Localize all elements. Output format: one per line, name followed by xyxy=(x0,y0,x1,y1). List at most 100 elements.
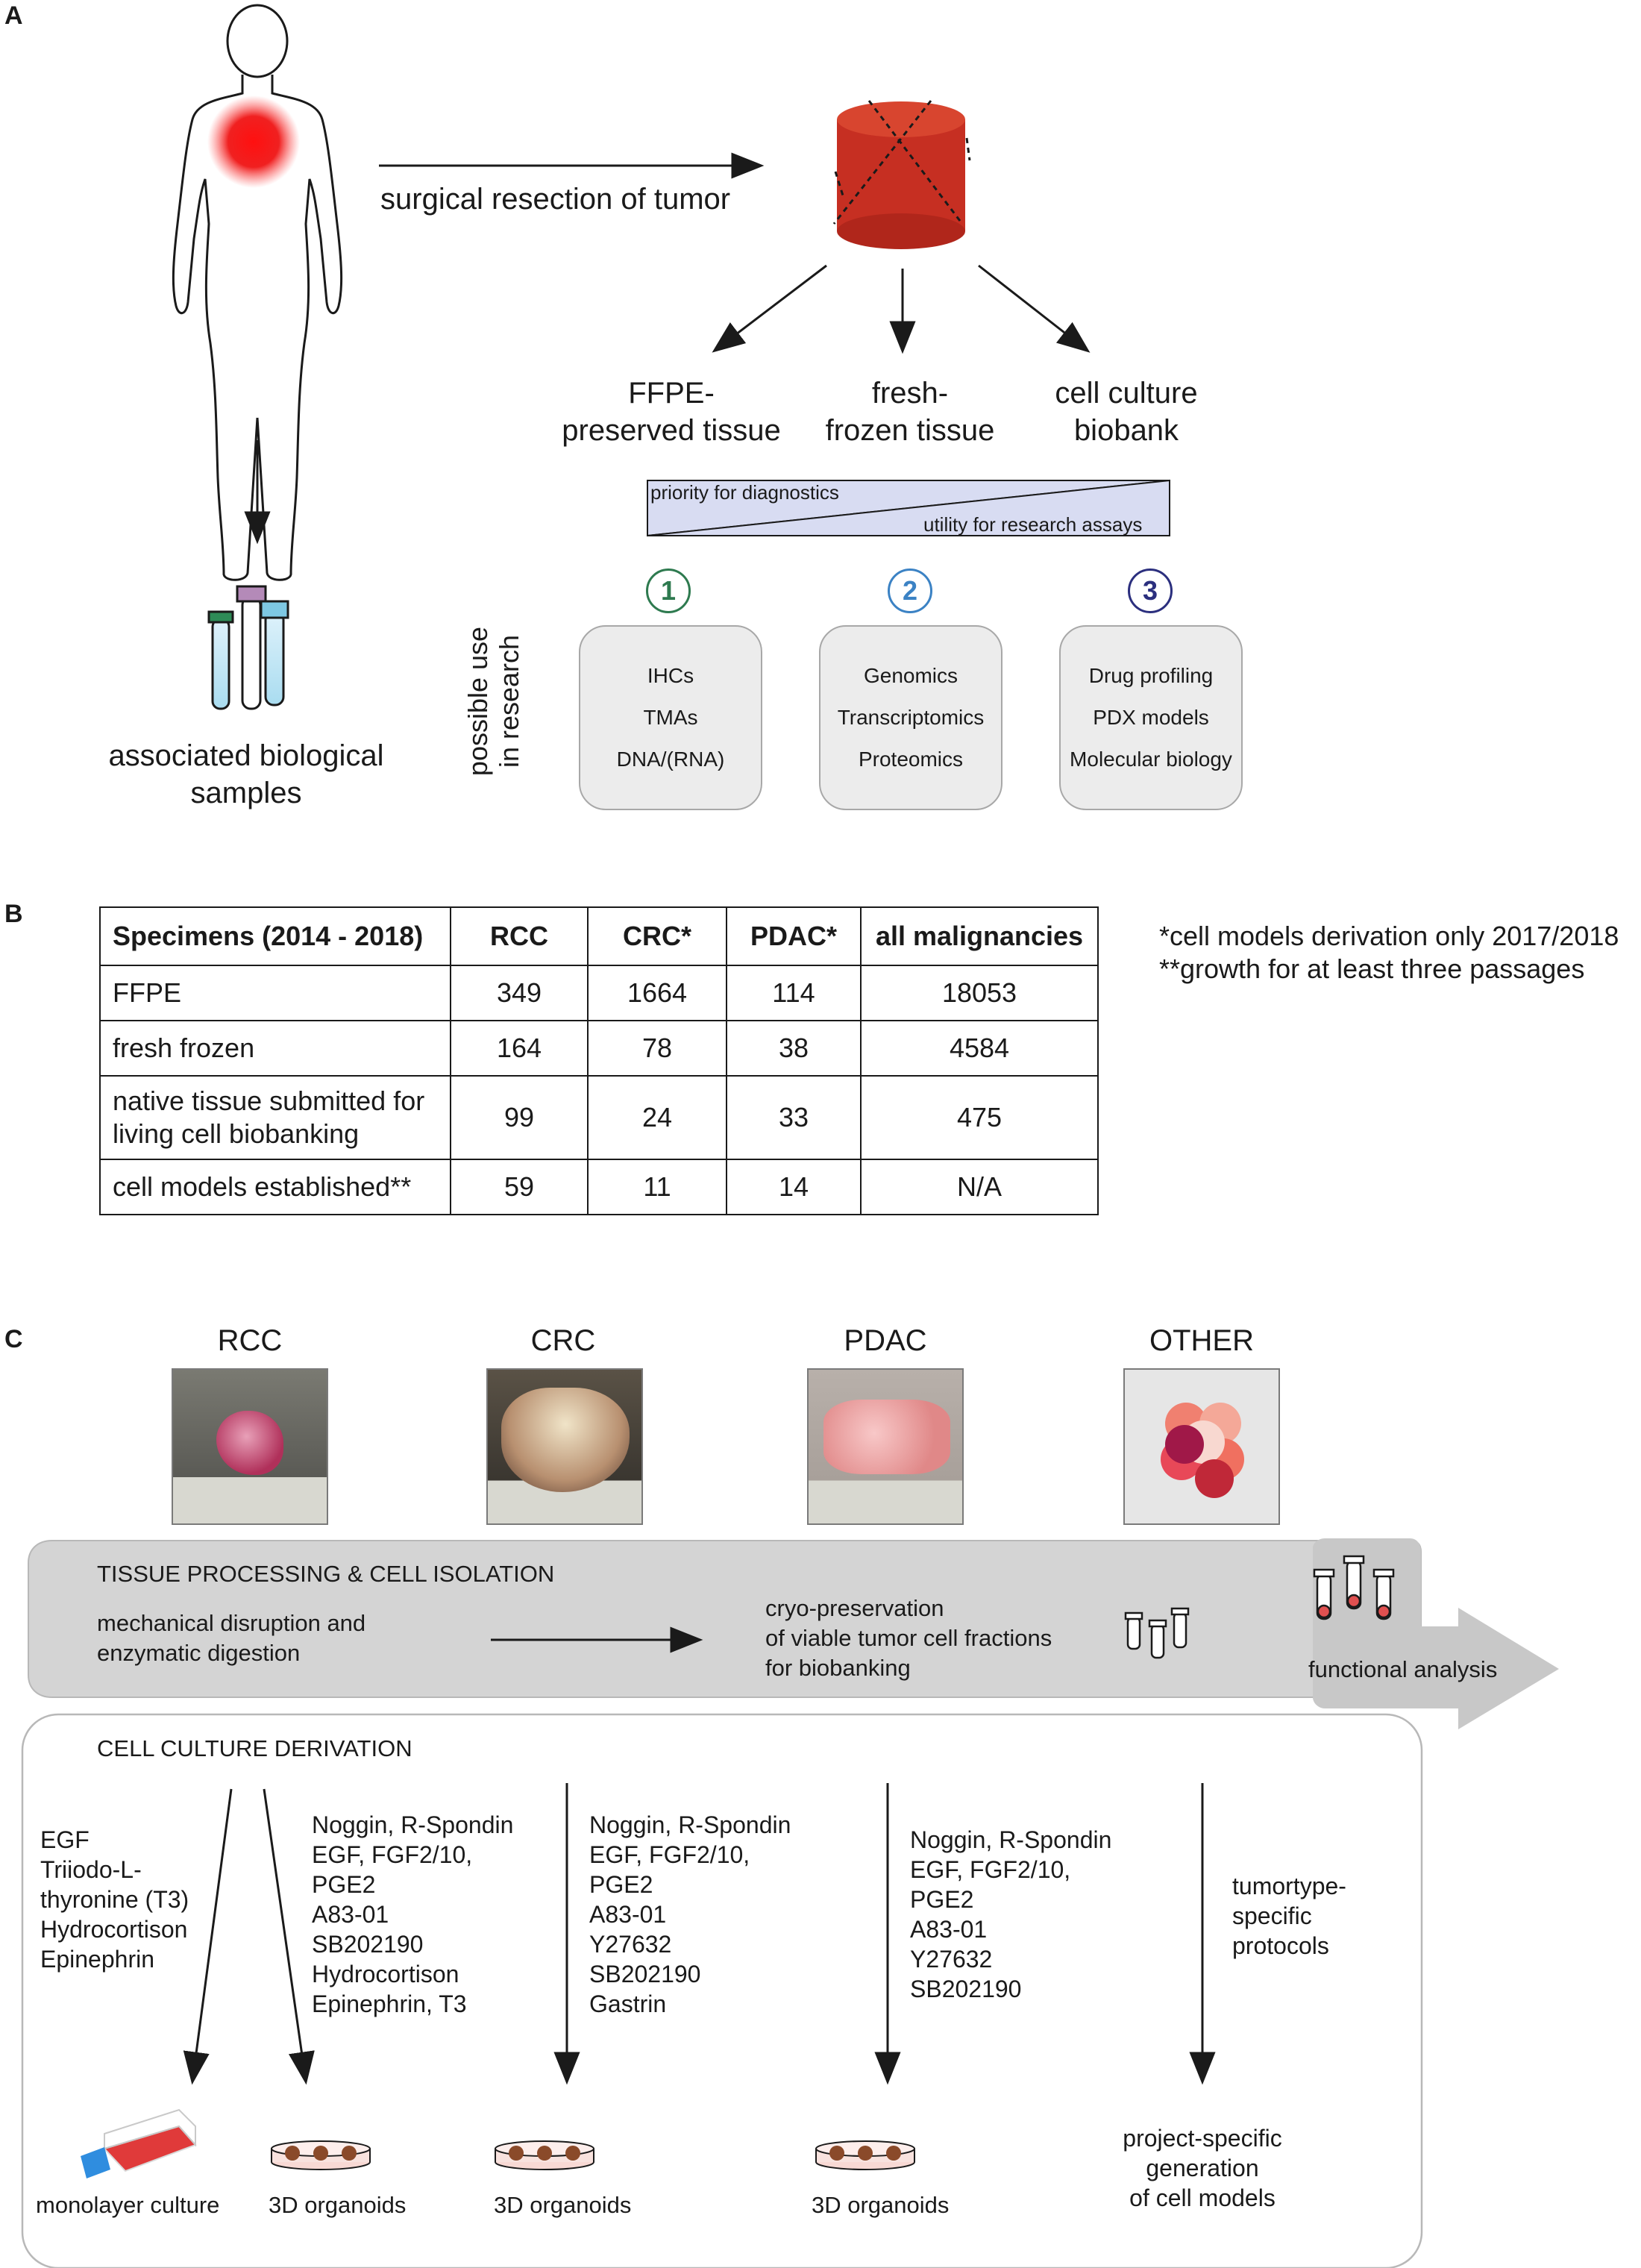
utility-gradient xyxy=(647,479,1170,536)
use-item: PDX models xyxy=(1093,706,1209,729)
tissue-ffpe-line2: preserved tissue xyxy=(562,414,781,447)
tissue-frozen-line1: fresh- xyxy=(871,377,949,410)
table-cell: 99 xyxy=(450,1075,589,1160)
table-cell: 11 xyxy=(587,1159,727,1215)
table-cell: 4584 xyxy=(860,1020,1099,1077)
media-monolayer: EGF Triiodo-L- thyronine (T3) Hydrocorti… xyxy=(40,1826,189,1973)
use-item: Transcriptomics xyxy=(837,706,985,729)
row-label: fresh frozen xyxy=(99,1020,451,1077)
table-row: native tissue submitted for living cell … xyxy=(99,1075,1099,1160)
row-label: FFPE xyxy=(99,965,451,1021)
use-2-number: 2 xyxy=(902,575,918,606)
derivation-title: CELL CULTURE DERIVATION xyxy=(97,1735,412,1761)
possible-use-line2: in research xyxy=(494,634,524,768)
panel-c-label: C xyxy=(4,1325,23,1353)
tumor-type-other: OTHER xyxy=(1149,1324,1254,1357)
media-crc-organoid: Noggin, R-Spondin EGF, FGF2/10, PGE2 A83… xyxy=(589,1811,791,2017)
table-cell: N/A xyxy=(860,1159,1099,1215)
use-item: Genomics xyxy=(863,664,958,687)
row-label: native tissue submitted for living cell … xyxy=(99,1075,451,1160)
petri-dish-icon xyxy=(271,2140,915,2170)
tumor-type-rcc: RCC xyxy=(217,1324,283,1357)
specimen-table: Specimens (2014 - 2018) RCC CRC* PDAC* a… xyxy=(99,906,1099,1215)
samples-line2: samples xyxy=(190,777,302,809)
table-row: FFPE 349 1664 114 18053 xyxy=(99,965,1099,1021)
tumor-type-crc: CRC xyxy=(530,1324,596,1357)
table-cell: 38 xyxy=(726,1020,862,1077)
processing-step2: cryo-preservation of viable tumor cell f… xyxy=(765,1595,1052,1681)
media-other: tumortype- specific protocols xyxy=(1232,1873,1346,1959)
tissue-frozen-line2: frozen tissue xyxy=(825,414,995,447)
use-1-box: IHCs TMAs DNA/(RNA) xyxy=(579,625,762,810)
derivation-box xyxy=(21,1713,1423,2268)
panel-a-label: A xyxy=(4,1,23,30)
rcc-photo xyxy=(172,1368,328,1525)
tumor-specimen-icon xyxy=(832,100,971,249)
output-project-specific: project-specific generation of cell mode… xyxy=(1123,2125,1282,2211)
crc-photo xyxy=(486,1368,643,1525)
header-cell: CRC* xyxy=(587,906,727,966)
table-row: fresh frozen 164 78 38 4584 xyxy=(99,1020,1099,1077)
use-item: DNA/(RNA) xyxy=(616,748,725,771)
samples-line1: associated biological xyxy=(108,739,384,772)
footnote-1: *cell models derivation only 2017/2018 xyxy=(1159,921,1619,951)
table-cell: 33 xyxy=(726,1075,862,1160)
use-3-box: Drug profiling PDX models Molecular biol… xyxy=(1059,625,1243,810)
table-cell: 114 xyxy=(726,965,862,1021)
output-monolayer: monolayer culture xyxy=(36,2192,220,2218)
priority-label: priority for diagnostics xyxy=(650,481,839,504)
tumor-glow-icon xyxy=(207,95,300,188)
table-cell: 1664 xyxy=(587,965,727,1021)
use-2-box: Genomics Transcriptomics Proteomics xyxy=(819,625,1003,810)
table-cell: 349 xyxy=(450,965,589,1021)
footnote-2: **growth for at least three passages xyxy=(1159,953,1585,984)
use-3-number: 3 xyxy=(1142,575,1158,606)
tissue-biobank: cell culture biobank xyxy=(1022,375,1231,449)
possible-use-line1: possible use xyxy=(462,626,493,777)
use-2-badge: 2 xyxy=(888,568,932,613)
cryo-tubes-icon xyxy=(1124,1607,1190,1659)
functional-tubes-icon xyxy=(1313,1555,1395,1620)
tissue-frozen: fresh- frozen tissue xyxy=(798,375,1022,449)
samples-label: associated biological samples xyxy=(82,737,410,812)
derivation-arrows xyxy=(183,1783,1216,2085)
functional-analysis-label: functional analysis xyxy=(1308,1656,1498,1682)
functional-arrow xyxy=(1313,1538,1559,1729)
table-row: cell models established** 59 11 14 N/A xyxy=(99,1159,1099,1215)
pdac-photo xyxy=(807,1368,964,1525)
culture-flask-icon xyxy=(81,2108,197,2178)
use-3-badge: 3 xyxy=(1128,568,1173,613)
other-cells-icon xyxy=(1123,1368,1280,1525)
tissue-ffpe-line1: FFPE- xyxy=(628,377,715,410)
header-cell: all malignancies xyxy=(860,906,1099,966)
resection-label: surgical resection of tumor xyxy=(380,183,731,216)
use-1-number: 1 xyxy=(660,575,677,606)
processing-step1: mechanical disruption and enzymatic dige… xyxy=(97,1610,366,1666)
header-cell: RCC xyxy=(450,906,589,966)
tissue-biobank-line2: biobank xyxy=(1073,414,1179,447)
use-item: IHCs xyxy=(647,664,694,687)
table-cell: 24 xyxy=(587,1075,727,1160)
table-cell: 78 xyxy=(587,1020,727,1077)
possible-use-label: possible use in research xyxy=(462,604,525,798)
panel-b-label: B xyxy=(4,900,23,928)
use-item: Drug profiling xyxy=(1088,664,1214,687)
human-silhouette-icon xyxy=(172,4,343,581)
branch-arrows xyxy=(712,264,1091,354)
table-cell: 475 xyxy=(860,1075,1099,1160)
tumor-type-pdac: PDAC xyxy=(844,1324,927,1357)
use-item: Proteomics xyxy=(858,748,964,771)
use-item: Molecular biology xyxy=(1070,748,1232,771)
processing-title: TISSUE PROCESSING & CELL ISOLATION xyxy=(97,1561,555,1587)
use-item: TMAs xyxy=(643,706,698,729)
output-organoids-pdac: 3D organoids xyxy=(812,2192,950,2218)
table-cell: 59 xyxy=(450,1159,589,1215)
utility-label: utility for research assays xyxy=(923,513,1143,536)
header-cell: PDAC* xyxy=(726,906,862,966)
use-1-badge: 1 xyxy=(646,568,691,613)
table-cell: 18053 xyxy=(860,965,1099,1021)
output-organoids-crc: 3D organoids xyxy=(494,2192,632,2218)
tissue-biobank-line1: cell culture xyxy=(1055,377,1198,410)
tissue-ffpe: FFPE- preserved tissue xyxy=(537,375,806,449)
